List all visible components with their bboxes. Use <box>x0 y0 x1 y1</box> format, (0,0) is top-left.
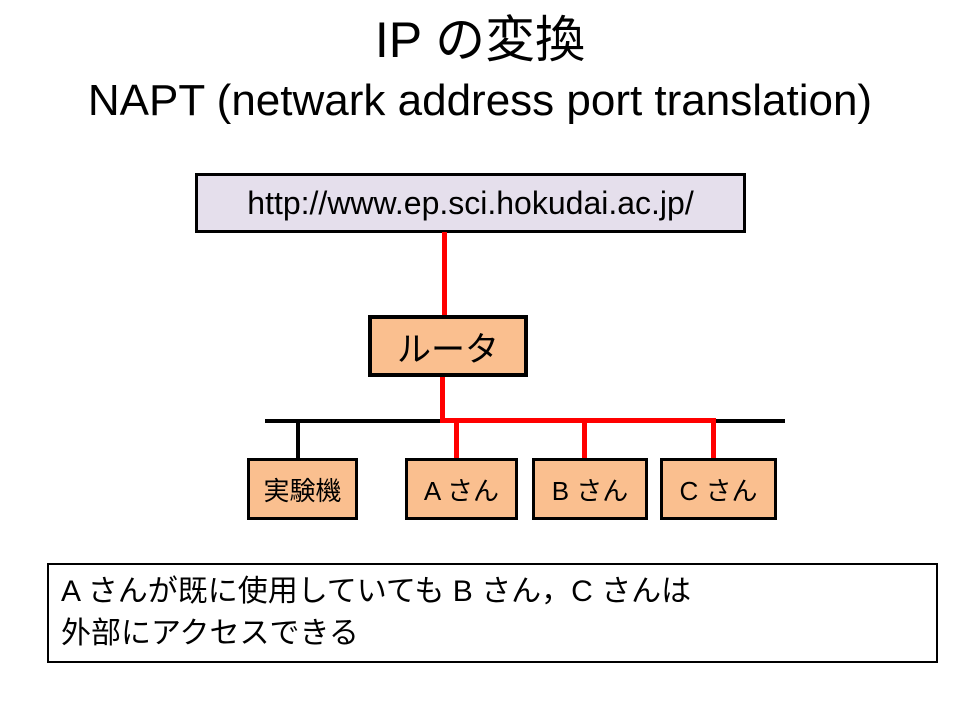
client-box-jikkenki: 実験機 <box>247 458 358 520</box>
connector-bus-client-c <box>711 418 716 459</box>
client-box-b: B さん <box>532 458 648 520</box>
client-label: 実験機 <box>263 475 342 506</box>
connector-bus-jikkenki <box>296 421 300 459</box>
router-box: ルータ <box>368 315 528 377</box>
client-label: B さん <box>551 475 629 506</box>
note-line-1: A さんが既に使用していても B さん，C さんは <box>61 575 692 608</box>
slide-title: IP の変換 <box>374 12 586 68</box>
connector-bus-client-b <box>582 418 587 459</box>
router-label: ルータ <box>397 330 499 369</box>
client-box-a: A さん <box>405 458 518 520</box>
url-box: http://www.ep.sci.hokudai.ac.jp/ <box>195 173 746 233</box>
connector-url-router <box>442 232 447 316</box>
client-label: A さん <box>423 475 500 506</box>
note-line-2: 外部にアクセスできる <box>61 617 359 650</box>
slide-subtitle: NAPT (netwark address port translation) <box>87 76 873 125</box>
connector-bus-client-a <box>454 418 459 459</box>
client-box-c: C さん <box>660 458 777 520</box>
client-label: C さん <box>679 475 758 506</box>
connector-router-bus <box>440 376 445 421</box>
url-label: http://www.ep.sci.hokudai.ac.jp/ <box>247 184 694 221</box>
red-bus-segment <box>440 418 716 423</box>
note-box: A さんが既に使用していても B さん，C さんは 外部にアクセスできる <box>47 563 938 663</box>
